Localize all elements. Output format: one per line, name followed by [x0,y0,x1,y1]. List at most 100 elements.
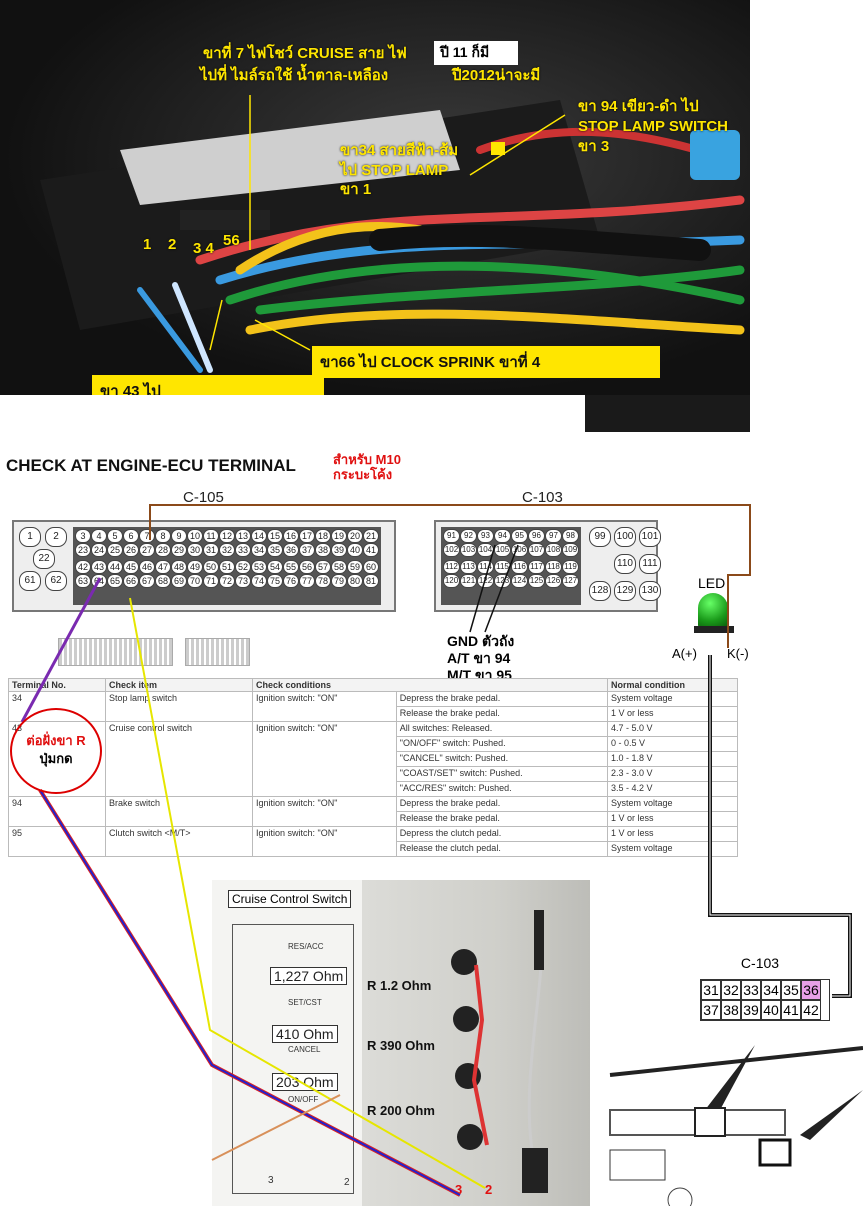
vehicle-location-drawing [605,1040,863,1211]
c103-pin-96: 96 [528,529,545,543]
c105-pin-77: 77 [299,574,315,588]
c103-small-pin-34: 34 [761,980,781,1000]
c105-label: C-105 [183,489,224,506]
table-row: "ACC/RES" switch: Pushed.3.5 - 4.2 V [9,781,738,797]
c103-pin-124: 124 [511,574,528,588]
c103-small-pin-42: 42 [801,1000,821,1020]
c105-pin-8: 8 [155,529,171,543]
c105-pin-60: 60 [363,560,379,574]
led-label: LED [698,575,726,591]
c105-pin-35: 35 [267,543,283,557]
pin94-label-1: ขา 94 เขียว-ดำ ไป [578,98,699,115]
c103-pin-92: 92 [460,529,477,543]
c103-bottom-pins: 1121131141151161171181191201211221231241… [443,560,579,588]
pin-number-34: 3 4 [193,240,214,257]
c103-pin-103: 103 [460,543,477,557]
c105-pin-34: 34 [251,543,267,557]
check-item-cell: Stop lamp switch [105,691,253,722]
c105-pin-63: 63 [75,574,91,588]
model-note-line1: สำหรับ M10 [333,452,401,467]
c103-pin-110: 110 [614,554,636,574]
check-item-cell: Brake switch [105,796,253,827]
gnd-line-95 [484,544,519,633]
c103-small-pin-39: 39 [741,1000,761,1020]
c105-pin-22: 22 [33,549,55,569]
normal-condition-cell: System voltage [607,841,738,857]
c103-pin-121: 121 [460,574,477,588]
c103-pin-104: 104 [477,543,494,557]
led-cathode-label: K(-) [727,646,749,661]
c105-pin-80: 80 [347,574,363,588]
c105-pin-26: 26 [123,543,139,557]
c105-pin-76: 76 [283,574,299,588]
c105-pin-58: 58 [331,560,347,574]
model-note-line2: กระบะโค้ง [333,467,393,482]
c105-pin-42: 42 [75,560,91,574]
c105-pin-43: 43 [91,560,107,574]
c105-pin-13: 13 [235,529,251,543]
blue-wire [39,789,461,1196]
c105-pin-59: 59 [347,560,363,574]
button-on-off: ON/OFF [288,1095,319,1104]
resistor-circuit [451,910,548,1193]
c105-pin-32: 32 [219,543,235,557]
yellow-marker [491,142,505,155]
pin43-label: ขา 43 ไป [92,375,324,395]
r-side-note-1: ต่อฝั่งขา R [26,733,86,748]
c103-pin-111: 111 [639,554,661,574]
c103-pin-108: 108 [545,543,562,557]
c105-pin-46: 46 [139,560,155,574]
c103-small-pin-37: 37 [701,1000,721,1020]
check-item-cell: Clutch switch <M/T> [105,826,253,857]
check-item-cell: Cruise control switch [105,721,253,797]
c105-pin-11: 11 [203,529,219,543]
c105-pin-24: 24 [91,543,107,557]
c105-pin-20: 20 [347,529,363,543]
pin-number-2: 2 [168,236,177,253]
c105-pin-50: 50 [203,560,219,574]
pin7-label-line1: ขาที่ 7 ไฟโชว์ CRUISE สาย ไฟ [203,45,407,62]
c105-pin-52: 52 [235,560,251,574]
c103-pin-105: 105 [494,543,511,557]
c105-pin-30: 30 [187,543,203,557]
c105-pin-71: 71 [203,574,219,588]
c105-pin-1: 1 [19,527,41,547]
c105-pin-3: 3 [75,529,91,543]
c105-pin-4: 4 [91,529,107,543]
c103-pin-98: 98 [562,529,579,543]
button-cancel: CANCEL [288,1045,321,1054]
r-side-note-2: ปุ่มกด [39,751,73,766]
c105-pin-67: 67 [139,574,155,588]
c105-pin-29: 29 [171,543,187,557]
year11-note: ปี 11 ก็มี [434,41,518,65]
c105-pin-79: 79 [331,574,347,588]
c105-pin-10: 10 [187,529,203,543]
c105-pin-5: 5 [107,529,123,543]
schematic-frame [232,924,354,1194]
resistor-200-ohm: R 200 Ohm [367,1103,435,1118]
c105-pin-27: 27 [139,543,155,557]
header-check-item: Check item [105,678,253,692]
c103-small-pin-38: 38 [721,1000,741,1020]
ohm-1227: 1,227 Ohm [270,967,348,985]
gnd-note-1: GND ตัวถัง [447,633,515,649]
c105-pin-14: 14 [251,529,267,543]
c105-pin-65: 65 [107,574,123,588]
c105-pin-48: 48 [171,560,187,574]
wire-harness-illustration [40,95,745,373]
led-base [694,626,734,633]
c105-pin-38: 38 [315,543,331,557]
c105-pin-73: 73 [235,574,251,588]
yellow-wire-pin66 [129,597,486,1189]
c103-pin-127: 127 [562,574,579,588]
table-row: "COAST/SET" switch: Pushed.2.3 - 3.0 V [9,766,738,782]
engine-ecu-photo: ขาที่ 7 ไฟโชว์ CRUISE สาย ไฟ ไปที่ ไมล์ร… [0,0,750,395]
c103-pin-129: 129 [614,581,636,601]
